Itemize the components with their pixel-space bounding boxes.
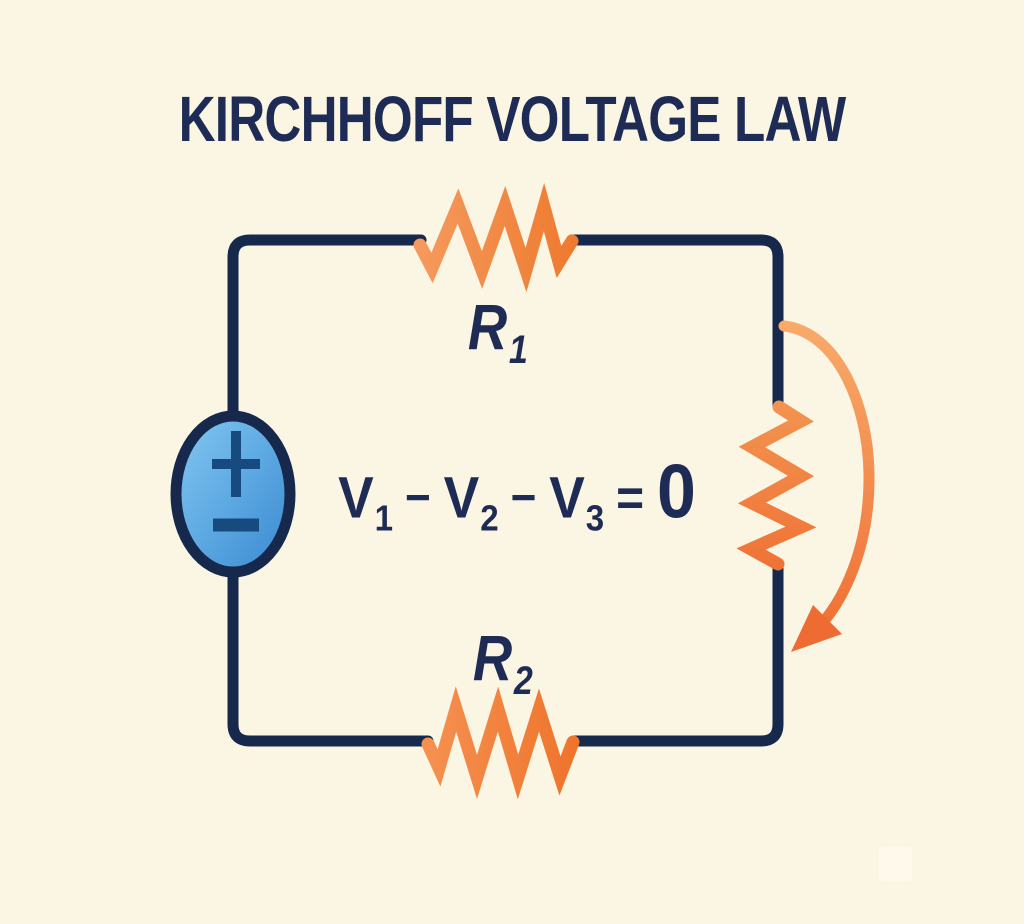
label-r2-sub: 2 — [513, 659, 533, 703]
equation-zero: 0 — [656, 449, 696, 535]
label-r2-base: R — [472, 622, 513, 694]
loop-current-arrow-icon — [778, 320, 875, 652]
equation-equals-sign: = — [616, 469, 645, 528]
page-title: KIRCHHOFF VOLTAGE LAW — [178, 83, 847, 155]
wire-segment-top-left — [227, 234, 427, 425]
label-r1-sub: 1 — [508, 328, 528, 372]
label-r1-base: R — [467, 291, 508, 363]
equation-term-v3: V3 — [549, 465, 605, 539]
resistor-r2-icon — [421, 686, 580, 800]
wire-segment-bottom-right — [568, 558, 784, 747]
background-artifact — [879, 847, 912, 881]
equation-minus-2: − — [510, 471, 537, 525]
wire-segment-bottom-left — [227, 563, 434, 747]
equation-term-v1: V1 — [338, 465, 394, 539]
loop-arrow-curve — [778, 320, 875, 640]
label-r1: R1 — [467, 290, 528, 372]
plus-icon — [212, 431, 260, 497]
resistor-right-icon — [736, 400, 817, 571]
label-r2: R2 — [472, 621, 533, 703]
circuit-wire — [227, 234, 784, 747]
loop-arrow-head — [791, 605, 842, 652]
kvl-equation: V1 − V2 − V3 = 0 — [338, 449, 696, 539]
equation-term-v2: V2 — [443, 465, 499, 539]
wire-segment-top-right — [566, 234, 784, 412]
resistor-r1-icon — [413, 182, 579, 293]
equation-minus-1: − — [405, 471, 431, 525]
voltage-source-icon — [170, 410, 296, 578]
